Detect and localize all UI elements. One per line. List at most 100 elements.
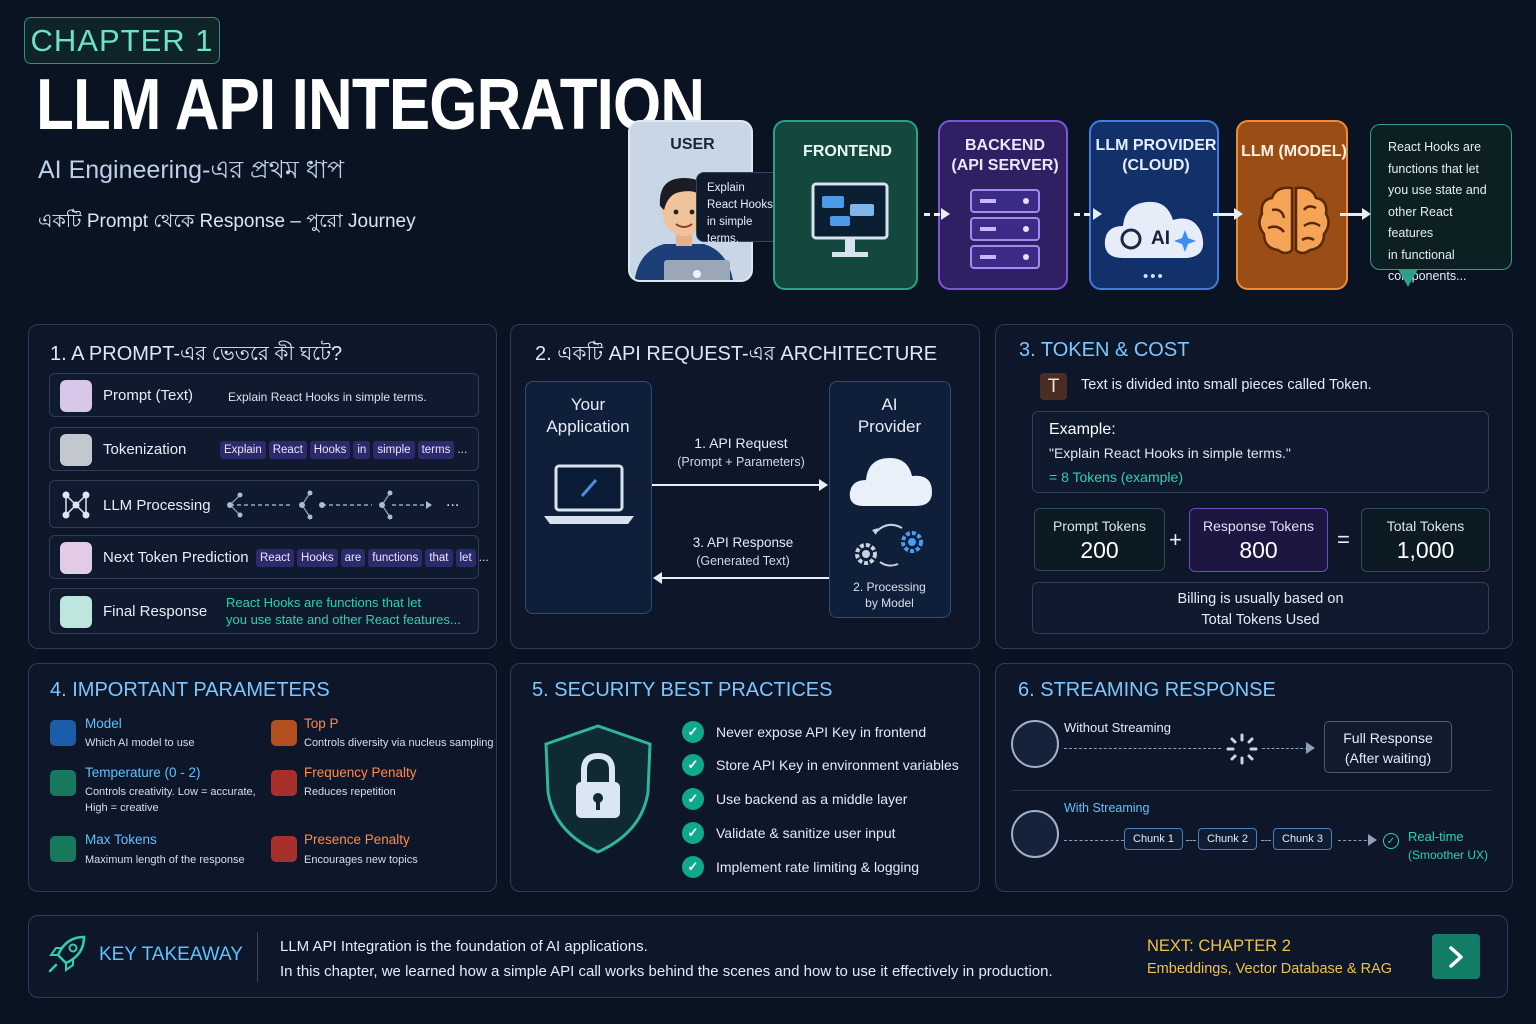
flow-user-label: USER	[670, 136, 715, 153]
next-chapter-label: NEXT: CHAPTER 2	[1147, 937, 1291, 955]
ai-provider-box: AI Provider 2. Processing by Model	[829, 381, 951, 618]
laptop-icon	[544, 464, 634, 524]
with-streaming-label: With Streaming	[1064, 801, 1150, 815]
security-item: ✓Validate & sanitize user input	[682, 822, 896, 844]
monitor-icon	[811, 182, 889, 257]
flow-arrow-frontend-backend	[924, 208, 950, 220]
check-icon: ✓	[682, 754, 704, 776]
stream-line	[1064, 840, 1124, 841]
flow-frontend-card: FRONTEND	[773, 120, 918, 290]
flow-frontend-label: FRONTEND	[803, 143, 892, 160]
response-tokens-box: Response Tokens 800	[1189, 508, 1328, 572]
tokenization-icon	[60, 434, 92, 466]
without-stream-line	[1064, 748, 1221, 749]
panel-streaming	[995, 663, 1513, 892]
footer-divider	[257, 932, 258, 982]
api-response-label: 3. API Response (Generated Text)	[692, 535, 794, 568]
check-circle-icon: ✓	[1383, 833, 1399, 849]
flow-backend-card: BACKEND (API SERVER)	[938, 120, 1068, 290]
cloud-icon	[1104, 201, 1204, 258]
chevron-right-icon	[1449, 945, 1463, 968]
realtime-label: Real-time (Smoother UX)	[1408, 829, 1489, 862]
panel4-title: 4. IMPORTANT PARAMETERS	[50, 679, 330, 701]
flow-arrow-model-response	[1340, 208, 1371, 220]
panel6-title: 6. STREAMING RESPONSE	[1018, 679, 1276, 701]
flow-model-card: LLM (MODEL)	[1236, 120, 1348, 290]
user-avatar-icon	[1011, 720, 1059, 768]
takeaway-text: LLM API Integration is the foundation of…	[280, 938, 1053, 980]
document-icon	[271, 836, 297, 862]
equals-sign: =	[1337, 527, 1350, 552]
check-icon: ✓	[682, 788, 704, 810]
check-icon: ✓	[682, 856, 704, 878]
brain-icon	[1258, 186, 1330, 255]
full-response-box: Full Response (After waiting)	[1324, 721, 1452, 773]
api-response-arrowhead-icon	[653, 572, 662, 584]
provider-dots-icon: •••	[1143, 268, 1165, 285]
globe-icon	[50, 720, 76, 746]
streaming-divider	[1011, 790, 1491, 791]
arrowhead-icon	[1306, 742, 1315, 754]
rocket-icon	[48, 935, 86, 973]
stream-line	[1186, 840, 1196, 841]
page-subtitle: AI Engineering-এর প্রথম ধাপ	[38, 156, 344, 184]
pen-icon	[50, 836, 76, 862]
prompt-text-icon	[60, 380, 92, 412]
arrowhead-icon	[1368, 834, 1377, 846]
loading-spinner-icon	[1226, 733, 1258, 765]
thermometer-icon	[50, 770, 76, 796]
billing-note-box: Billing is usually based on Total Tokens…	[1032, 582, 1489, 634]
repeat-penalty-icon	[271, 770, 297, 796]
your-application-box: Your Application	[525, 381, 652, 614]
flow-arrow-backend-provider	[1074, 208, 1102, 220]
final-response-icon	[60, 596, 92, 628]
chunk-badge: Chunk 3	[1273, 828, 1332, 850]
chapter-badge: CHAPTER 1	[24, 17, 220, 64]
flow-arrow-provider-model	[1213, 208, 1243, 220]
flow-model-label: LLM (MODEL)	[1241, 143, 1347, 160]
panel5-title: 5. SECURITY BEST PRACTICES	[532, 679, 833, 701]
flow-provider-card: LLM PROVIDER (CLOUD) AI •••	[1089, 120, 1219, 290]
token-example-box: Example: "Explain React Hooks in simple …	[1032, 411, 1489, 493]
security-item: ✓Implement rate limiting & logging	[682, 856, 919, 878]
shield-lock-icon	[544, 724, 652, 854]
plus-sign: +	[1169, 527, 1182, 552]
prompt-tokens-box: Prompt Tokens 200	[1034, 508, 1165, 571]
check-icon: ✓	[682, 822, 704, 844]
api-request-label: 1. API Request (Prompt + Parameters)	[677, 435, 805, 469]
without-stream-line-2	[1262, 748, 1308, 749]
flow-provider-label: LLM PROVIDER (CLOUD)	[1095, 137, 1217, 174]
stream-line	[1261, 840, 1271, 841]
page-title: LLM API INTEGRATION	[36, 65, 705, 145]
step-row-final-response: Final Response React Hooks are functions…	[49, 588, 479, 634]
stream-line	[1338, 840, 1372, 841]
provider-ai-text: AI	[1151, 228, 1170, 249]
security-item: ✓Never expose API Key in frontend	[682, 721, 926, 743]
panel-parameters	[28, 663, 497, 892]
check-icon: ✓	[682, 721, 704, 743]
sampling-icon	[271, 720, 297, 746]
panel2-title: 2. একটি API REQUEST-এর ARCHITECTURE	[535, 343, 938, 365]
flow-backend-label: BACKEND (API SERVER)	[951, 137, 1059, 174]
gears-icon	[855, 523, 923, 567]
step-row-llm-processing: LLM Processing ...	[49, 480, 479, 528]
token-intro: Text is divided into small pieces called…	[1081, 377, 1372, 393]
total-tokens-box: Total Tokens 1,000	[1361, 508, 1490, 572]
token-letter-icon: T	[1040, 373, 1067, 400]
next-chapter-topic: Embeddings, Vector Database & RAG	[1147, 961, 1393, 977]
user-avatar-icon	[1011, 810, 1059, 858]
bubble-tail-icon	[1398, 269, 1418, 287]
without-streaming-label: Without Streaming	[1064, 720, 1171, 735]
neural-path-graphic	[227, 490, 432, 520]
page-tagline: একটি Prompt থেকে Response – পুরো Journey	[38, 211, 416, 232]
chunk-badge: Chunk 1	[1124, 828, 1183, 850]
network-icon	[62, 491, 90, 519]
security-item: ✓Use backend as a middle layer	[682, 788, 907, 810]
chunk-badge: Chunk 2	[1198, 828, 1257, 850]
server-rack-icon	[970, 189, 1040, 269]
panel1-title: 1. A PROMPT-এর ভেতরে কী ঘটে?	[50, 343, 343, 365]
next-chapter-button[interactable]	[1432, 934, 1480, 979]
key-takeaway-label: KEY TAKEAWAY	[99, 944, 243, 965]
